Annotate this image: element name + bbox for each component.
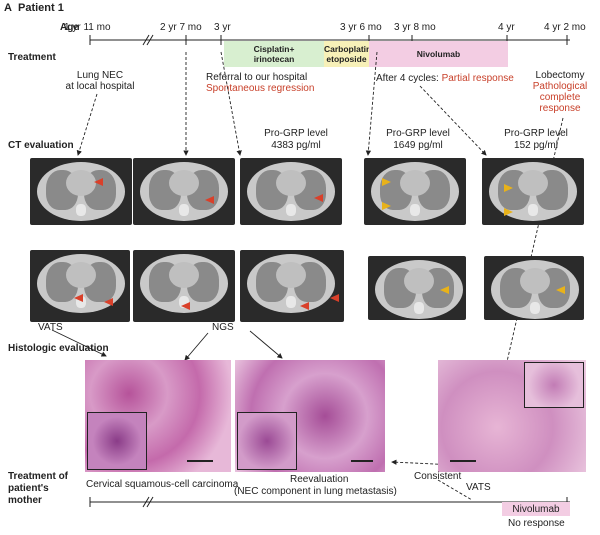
ct-image bbox=[240, 250, 344, 322]
red-arrow-marker bbox=[94, 178, 103, 186]
age-tick-6: 4 yr 2 mo bbox=[544, 22, 586, 33]
consistent: Consistent bbox=[414, 471, 462, 482]
histology-image-2 bbox=[235, 360, 385, 472]
after-cycles-text: After 4 cycles: bbox=[376, 73, 442, 84]
age-tick-3: 3 yr 6 mo bbox=[340, 22, 382, 33]
age-tick-1: 2 yr 7 mo bbox=[160, 22, 202, 33]
nivolumab-label: Nivolumab bbox=[416, 49, 461, 59]
panel-title: Patient 1 bbox=[18, 2, 64, 14]
red-arrow-marker bbox=[300, 302, 309, 310]
histologic-evaluation-label: Histologic evaluation bbox=[8, 343, 109, 354]
ct-image bbox=[368, 256, 466, 320]
age-tick-2: 3 yr bbox=[214, 22, 231, 33]
pathological: Pathological bbox=[532, 81, 588, 92]
age-tick-5: 4 yr bbox=[498, 22, 515, 33]
response: response bbox=[539, 103, 581, 114]
red-arrow-marker bbox=[104, 298, 113, 306]
scale-bar bbox=[450, 460, 476, 462]
ct-image bbox=[482, 158, 584, 225]
ngs-label: NGS bbox=[212, 322, 234, 333]
histology-image-3 bbox=[438, 360, 586, 472]
ct-image bbox=[240, 158, 342, 225]
nec-component: (NEC component in lung metastasis) bbox=[234, 486, 397, 497]
cervical-carcinoma: Cervical squamous-cell carcinoma bbox=[86, 479, 239, 490]
histology-image-1 bbox=[85, 360, 231, 472]
no-response: No response bbox=[508, 518, 565, 529]
after-cycles: After 4 cycles: Partial response bbox=[376, 73, 514, 84]
scale-bar bbox=[351, 460, 373, 462]
red-arrow-marker bbox=[205, 196, 214, 204]
mother-label-3: mother bbox=[8, 495, 42, 506]
progrp-2-line1: Pro-GRP level bbox=[386, 128, 450, 139]
mother-label-2: patient's bbox=[8, 483, 49, 494]
at-local-hospital: at local hospital bbox=[65, 81, 135, 92]
red-arrow-marker bbox=[330, 294, 339, 302]
lung-nec: Lung NEC bbox=[76, 70, 124, 81]
yellow-arrow-marker bbox=[556, 286, 565, 294]
progrp-3-line1: Pro-GRP level bbox=[504, 128, 568, 139]
yellow-arrow-marker bbox=[382, 178, 391, 186]
treatment-label: Treatment bbox=[8, 52, 56, 63]
histology-inset bbox=[524, 362, 584, 408]
red-arrow-marker bbox=[181, 302, 190, 310]
ct-image bbox=[484, 256, 584, 320]
complete: complete bbox=[539, 92, 581, 103]
partial-response: Partial response bbox=[441, 73, 514, 84]
age-tick-0: 1 yr 11 mo bbox=[64, 22, 111, 33]
ct-image bbox=[133, 158, 235, 225]
mother-label-1: Treatment of bbox=[8, 471, 69, 482]
histology-inset bbox=[237, 412, 297, 470]
nivolumab-bar: Nivolumab bbox=[369, 41, 508, 67]
ct-image bbox=[133, 250, 235, 322]
yellow-arrow-marker bbox=[504, 184, 513, 192]
cisplatin-bar: Cisplatin+ irinotecan bbox=[224, 41, 324, 67]
progrp-1-line1: Pro-GRP level bbox=[264, 128, 328, 139]
ct-image bbox=[364, 158, 466, 225]
lobectomy: Lobectomy bbox=[535, 70, 585, 81]
progrp-3-line2: 152 pg/ml bbox=[514, 140, 558, 151]
carboplatin-label: Carboplatin+ etoposide bbox=[324, 44, 377, 64]
ct-image bbox=[30, 158, 132, 225]
carboplatin-bar: Carboplatin+ etoposide bbox=[324, 41, 377, 67]
progrp-1-line2: 4383 pg/ml bbox=[271, 140, 321, 151]
red-arrow-marker bbox=[74, 294, 83, 302]
progrp-2-line2: 1649 pg/ml bbox=[393, 140, 443, 151]
scale-bar bbox=[187, 460, 213, 462]
mother-vats: VATS bbox=[466, 482, 491, 493]
age-label: Age bbox=[60, 22, 79, 33]
red-arrow-marker bbox=[314, 194, 323, 202]
vats-label: VATS bbox=[38, 322, 63, 333]
cisplatin-label: Cisplatin+ irinotecan bbox=[253, 44, 295, 64]
spontaneous-regression: Spontaneous regression bbox=[206, 83, 315, 94]
yellow-arrow-marker bbox=[504, 208, 513, 216]
histology-inset bbox=[87, 412, 147, 470]
mother-nivolumab-label: Nivolumab bbox=[512, 504, 560, 515]
yellow-arrow-marker bbox=[440, 286, 449, 294]
mother-nivolumab-bar: Nivolumab bbox=[502, 502, 570, 516]
yellow-arrow-marker bbox=[382, 202, 391, 210]
panel-letter: A bbox=[4, 2, 12, 14]
reevaluation: Reevaluation bbox=[290, 474, 349, 485]
age-tick-4: 3 yr 8 mo bbox=[394, 22, 436, 33]
referral-text: Referral to our hospital bbox=[206, 72, 308, 83]
ct-image bbox=[30, 250, 130, 322]
ct-evaluation-label: CT evaluation bbox=[8, 140, 74, 151]
